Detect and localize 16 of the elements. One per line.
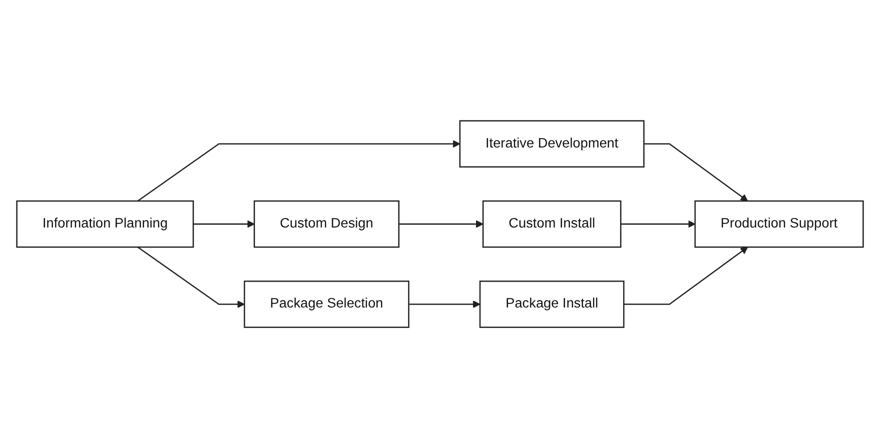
arrow xyxy=(137,140,460,202)
arrow xyxy=(137,246,245,308)
arrow xyxy=(193,220,255,228)
flowchart-drawing: Information Planning Iterative Development Custom Design Custom Install Package Selection Package Install Production Support xyxy=(10,114,870,334)
node-box xyxy=(244,280,410,328)
arrow xyxy=(408,300,480,308)
node-box xyxy=(459,120,645,168)
arrow xyxy=(398,220,484,228)
node-box xyxy=(694,200,864,248)
node-box xyxy=(482,200,622,248)
arrow xyxy=(624,246,748,305)
node-box xyxy=(16,200,194,248)
node-box xyxy=(254,200,400,248)
arrow xyxy=(620,220,696,228)
node-box xyxy=(479,280,624,328)
arrow xyxy=(644,143,748,202)
